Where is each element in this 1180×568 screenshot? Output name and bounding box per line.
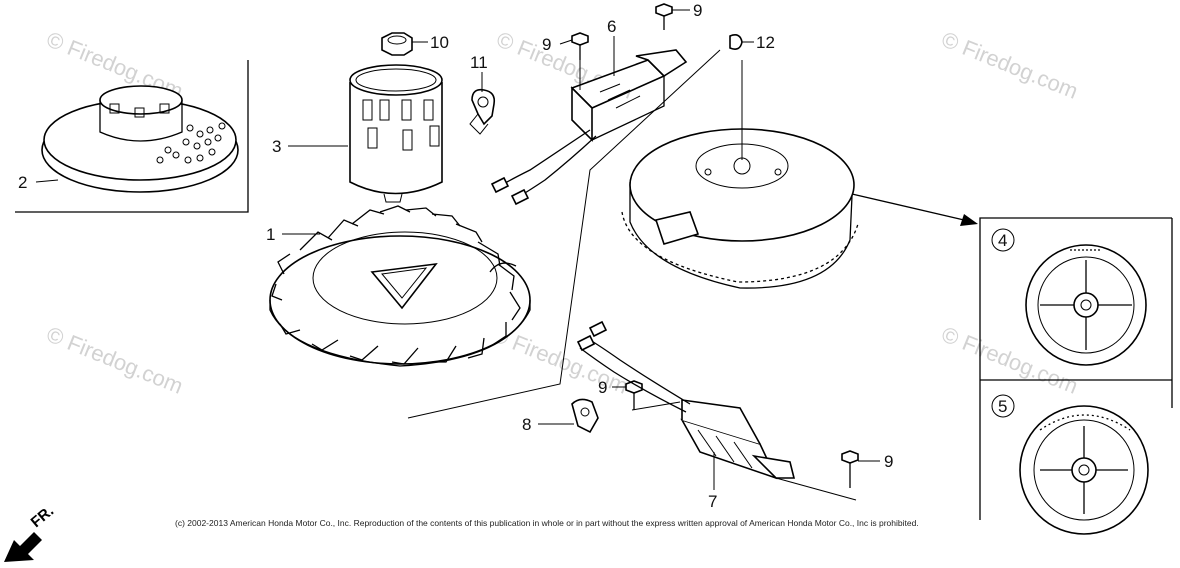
part-9-screw-middle[interactable]: [625, 380, 643, 410]
callout-4: 4: [998, 231, 1007, 250]
callout-1: 1: [266, 225, 275, 244]
callout-7: 7: [708, 492, 717, 511]
detail-panel: [979, 217, 1173, 520]
watermark: © Firedog.com: [43, 321, 186, 398]
callout-2: 2: [18, 173, 27, 192]
callout-12: 12: [756, 33, 775, 52]
callout-6: 6: [607, 17, 616, 36]
part-11-clamp[interactable]: [469, 88, 496, 135]
callouts: 2 3 1 10 11 9 6 9 12 9 8 7 9 4 5: [18, 1, 1015, 511]
callout-9: 9: [598, 378, 607, 397]
part-9-screw-top-right[interactable]: [655, 3, 673, 30]
part-4-flywheel-type-a[interactable]: [1025, 244, 1147, 366]
front-arrow-label: FR.: [28, 503, 57, 532]
callout-11: 11: [470, 53, 488, 72]
part-9-screw-top-left[interactable]: [571, 32, 589, 60]
assembly-lines: [407, 49, 857, 501]
part-10-nut[interactable]: [381, 32, 413, 56]
callout-5: 5: [998, 397, 1007, 416]
callout-9: 9: [884, 452, 893, 471]
callout-3: 3: [272, 137, 281, 156]
detail-arrow: [851, 193, 978, 226]
flywheel[interactable]: [621, 128, 859, 289]
part-7-ignition-coil-lower[interactable]: [576, 320, 796, 480]
part-12-key[interactable]: [729, 34, 743, 50]
watermark: © Firedog.com: [938, 26, 1081, 103]
part-9-screw-bottom-right[interactable]: [841, 450, 859, 488]
part-8-clamp[interactable]: [571, 398, 599, 434]
front-arrow: FR.: [4, 503, 57, 562]
callout-9: 9: [693, 1, 702, 20]
part-5-flywheel-type-b[interactable]: [1019, 405, 1149, 535]
part-2-starter-pulley[interactable]: [15, 60, 249, 213]
callout-8: 8: [522, 415, 531, 434]
callout-9: 9: [542, 35, 551, 54]
part-3-fan-cup[interactable]: [349, 64, 443, 203]
part-6-ignition-coil-upper[interactable]: [490, 49, 688, 206]
callout-10: 10: [430, 33, 449, 52]
copyright-notice: (c) 2002-2013 American Honda Motor Co., …: [175, 518, 919, 528]
part-1-flywheel-fan[interactable]: [269, 205, 531, 367]
